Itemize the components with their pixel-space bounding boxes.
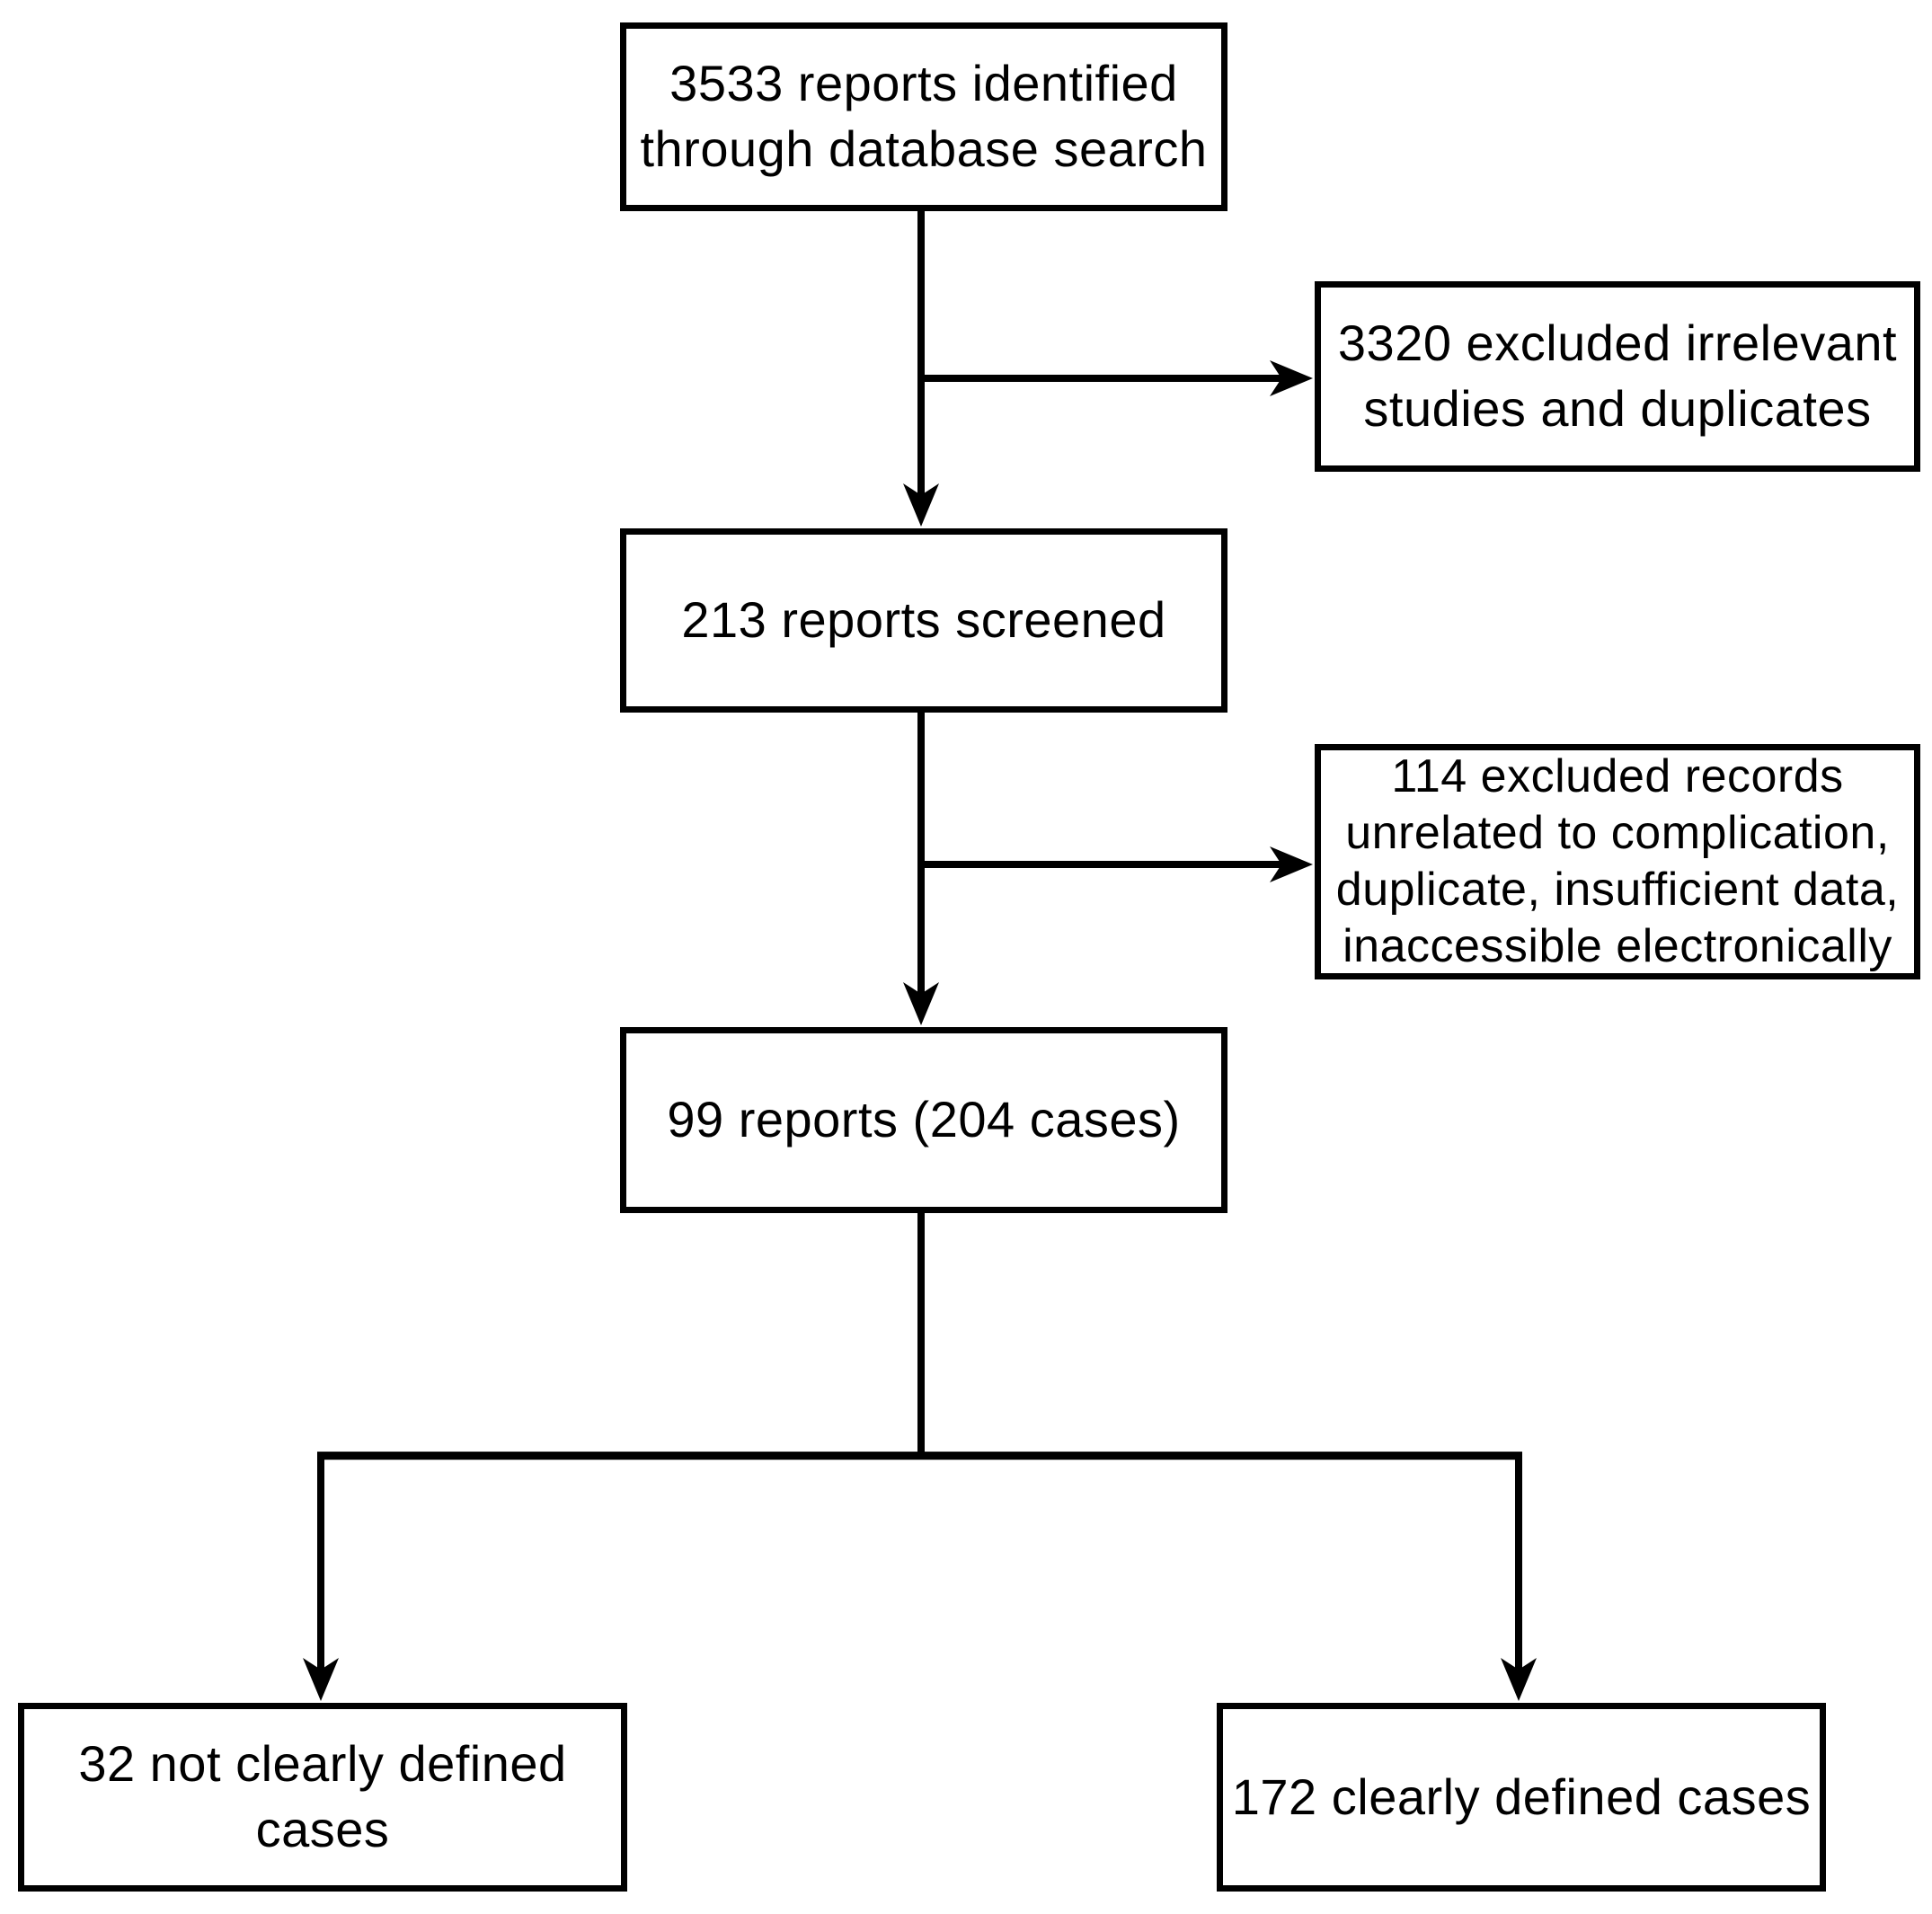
node-clearly-defined: 172 clearly defined cases [1217,1703,1826,1892]
node-reports-identified: 3533 reports identified through database… [620,22,1227,211]
node-excluded-irrelevant-text: 3320 excluded irrelevant studies and dup… [1338,311,1897,442]
node-not-clearly-defined: 32 not clearly defined cases [18,1703,627,1892]
text-line: 3533 reports identified [669,55,1178,112]
text-line: 114 excluded records [1391,750,1844,803]
text-line: inaccessible electronically [1343,919,1892,972]
text-line: unrelated to complication, [1345,807,1890,860]
text-line: duplicate, insufficient data, [1335,864,1900,916]
node-clearly-defined-text: 172 clearly defined cases [1232,1765,1811,1830]
node-excluded-records: 114 excluded records unrelated to compli… [1315,744,1920,979]
text-line: 3320 excluded irrelevant [1337,315,1898,372]
arrowhead-down-reports-cases [903,982,939,1025]
arrowhead-down-clearly-defined [1501,1658,1537,1701]
arrowhead-down-not-clearly-defined [303,1658,339,1701]
node-not-clearly-defined-text: 32 not clearly defined cases [24,1732,621,1863]
arrowhead-right-excluded-irrelevant [1270,360,1313,396]
arrowhead-down-screened [903,483,939,527]
node-reports-cases: 99 reports (204 cases) [620,1027,1227,1213]
text-line: 99 reports (204 cases) [667,1091,1181,1148]
node-reports-cases-text: 99 reports (204 cases) [667,1087,1180,1153]
node-excluded-records-text: 114 excluded records unrelated to compli… [1336,749,1899,975]
text-line: studies and duplicates [1363,380,1872,437]
text-line: 172 clearly defined cases [1231,1768,1812,1825]
node-excluded-irrelevant: 3320 excluded irrelevant studies and dup… [1315,281,1920,472]
arrowhead-right-excluded-records [1270,846,1313,882]
node-reports-identified-text: 3533 reports identified through database… [640,51,1207,182]
node-reports-screened: 213 reports screened [620,528,1227,713]
text-line: through database search [640,120,1208,177]
text-line: 32 not clearly defined cases [78,1735,567,1857]
node-reports-screened-text: 213 reports screened [681,588,1165,653]
text-line: 213 reports screened [681,591,1166,649]
